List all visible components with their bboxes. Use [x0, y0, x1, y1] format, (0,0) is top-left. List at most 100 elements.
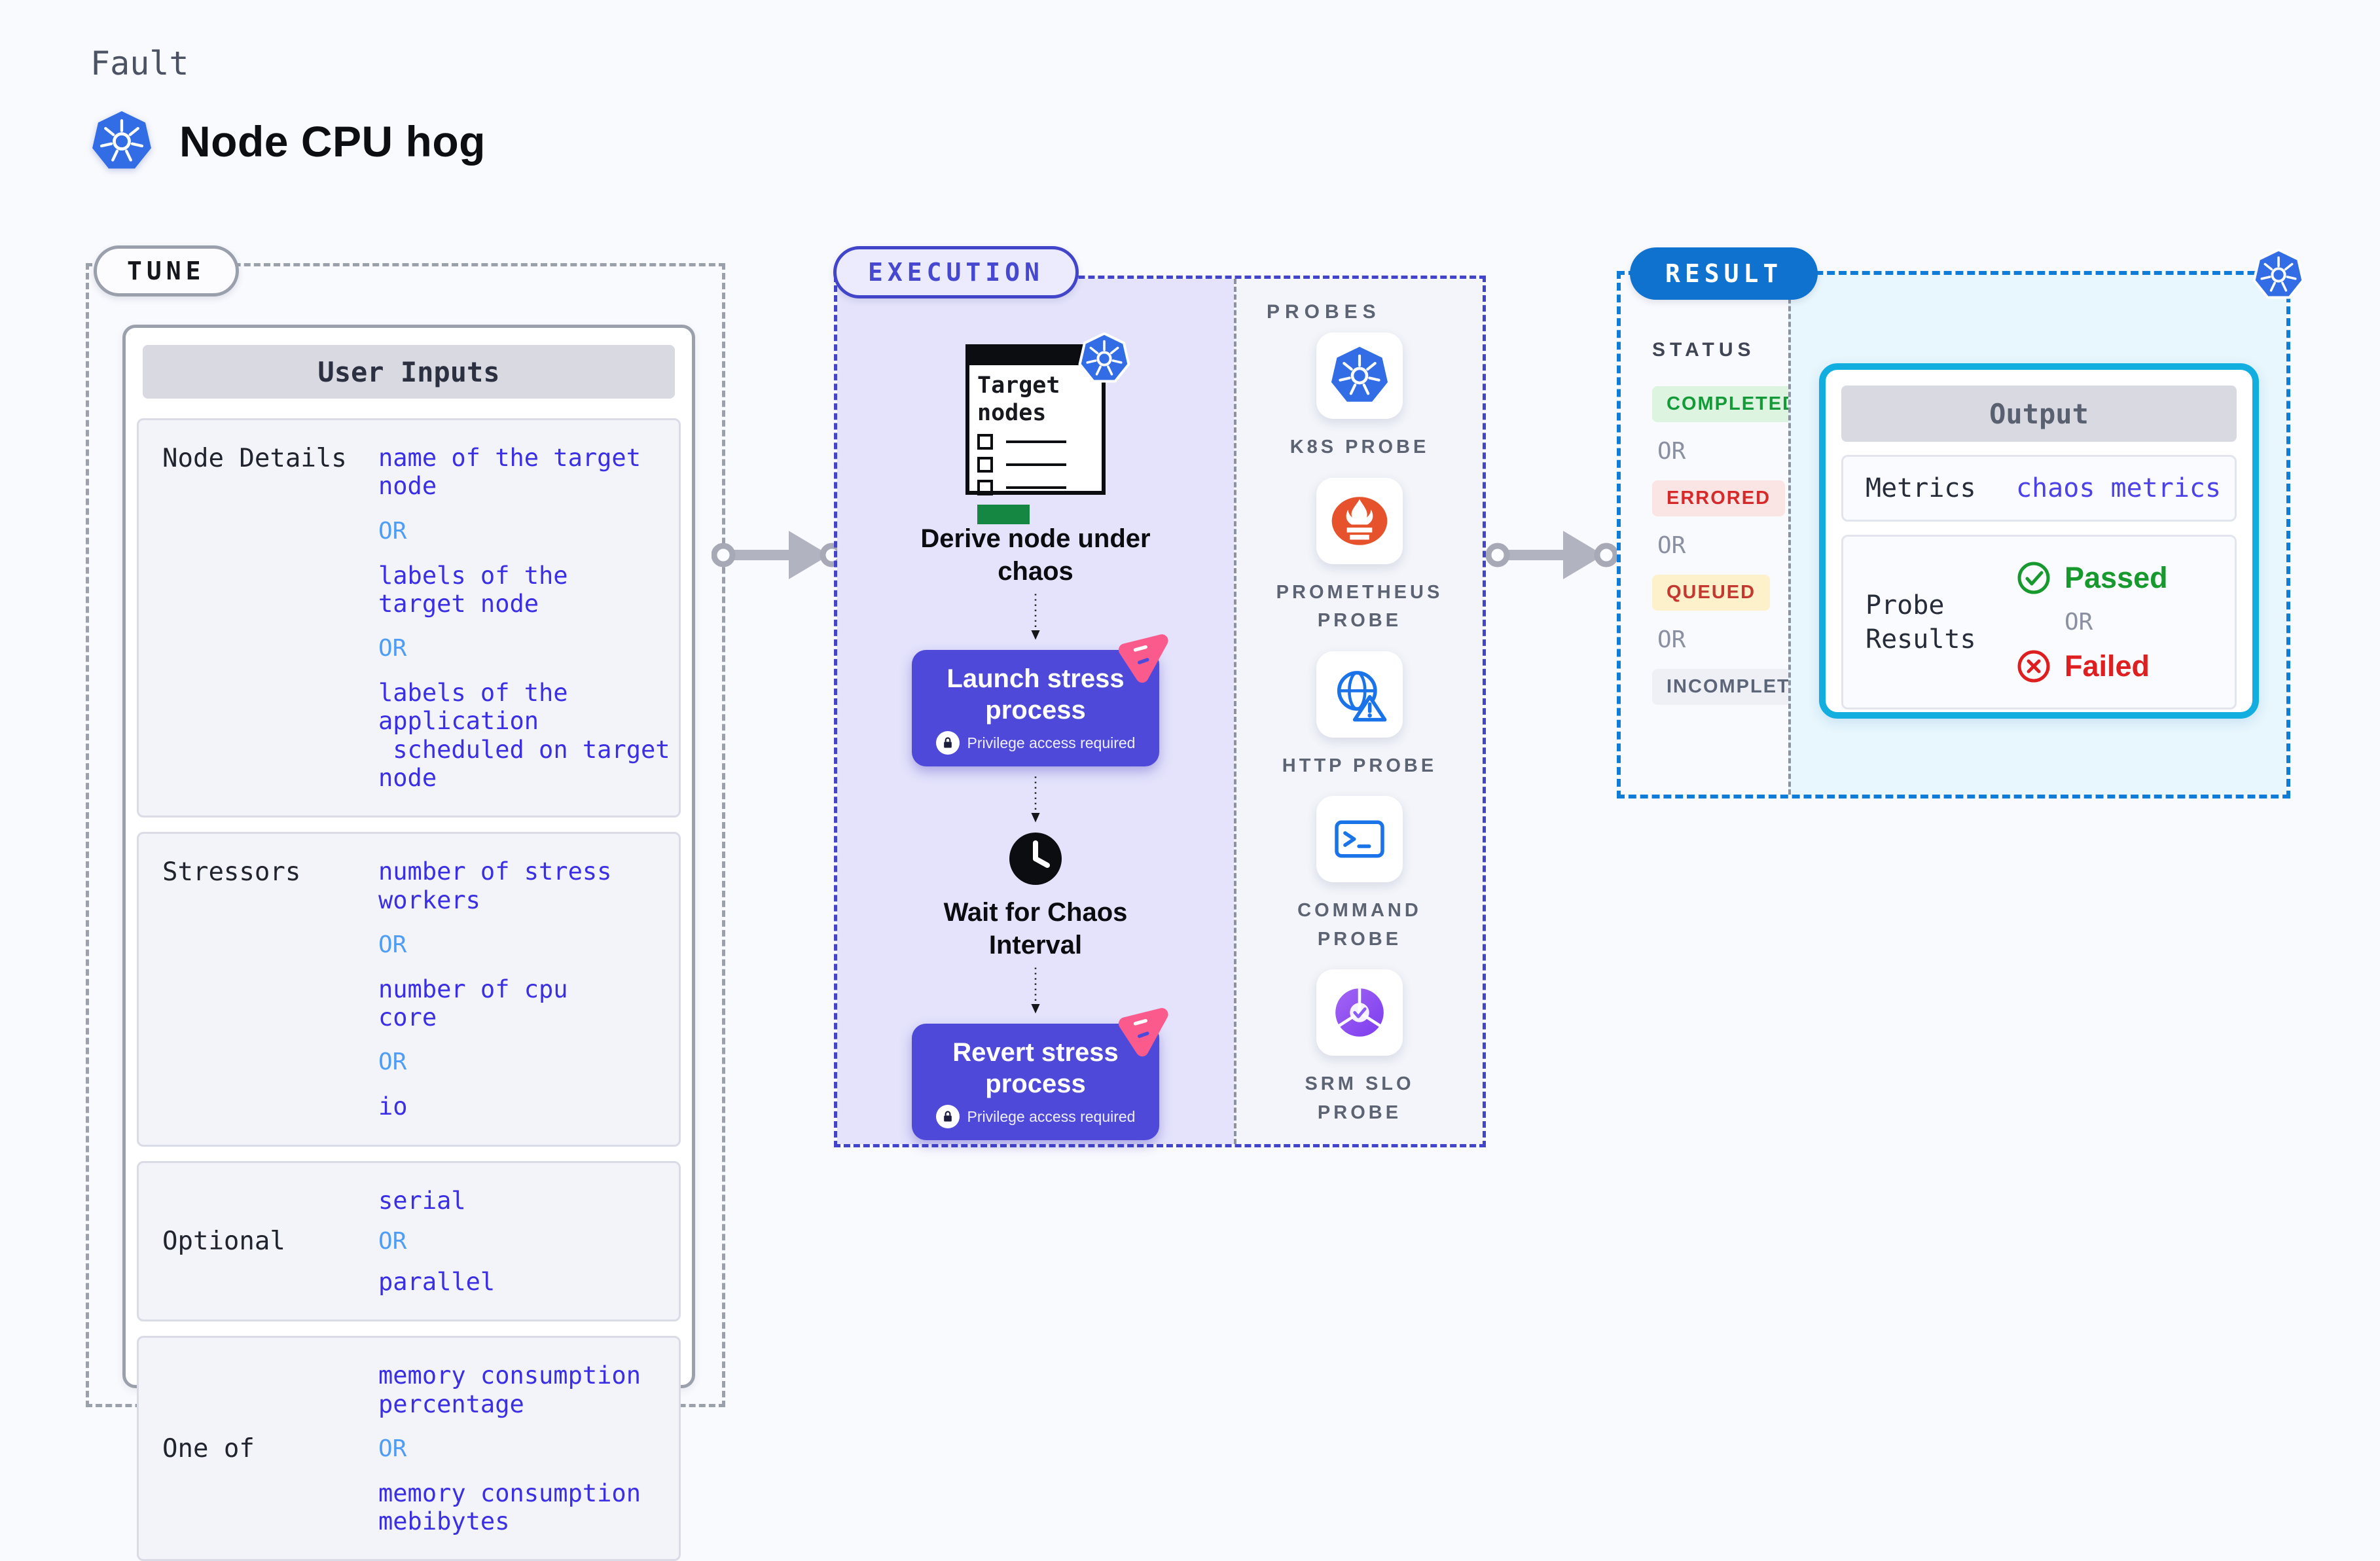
globe-alert-icon: [1337, 670, 1387, 721]
status-badge-completed: COMPLETED: [1652, 386, 1812, 422]
window-title: Target nodes: [977, 372, 1060, 426]
lock-icon: [935, 1105, 960, 1128]
wait-chaos-caption: Wait for Chaos Interval: [943, 898, 1128, 960]
input-value: labels of the target node: [378, 561, 568, 618]
dotted-connector: [1031, 967, 1040, 1014]
probe-srm-slo: SRM SLO PROBE: [1305, 969, 1414, 1127]
probe-prometheus: PROMETHEUS PROBE: [1276, 477, 1443, 636]
stress-flag-icon: [1118, 1008, 1168, 1057]
user-inputs-header: User Inputs: [143, 345, 675, 399]
check-circle-icon: [2017, 562, 2050, 594]
input-row-stressors: Stressors number of stress workers OR nu…: [137, 832, 681, 1147]
green-button-graphic: [977, 505, 1030, 524]
page-title: Node CPU hog: [179, 117, 486, 166]
status-heading: STATUS: [1652, 339, 1756, 361]
revert-stress-process-button: Revert stress process Privilege access r…: [912, 1008, 1168, 1140]
kubernetes-icon: [1078, 332, 1130, 383]
page-header: Fault Node CPU hog: [90, 45, 486, 173]
terminal-icon: [1335, 820, 1384, 858]
or-separator: OR: [378, 517, 407, 545]
privilege-note: Privilege access required: [967, 1107, 1136, 1125]
probes-heading: PROBES: [1267, 301, 1381, 323]
execution-flow: Target nodes Derive node under chaos: [837, 279, 1234, 1144]
row-label: Node Details: [162, 444, 347, 473]
status-panel: STATUS COMPLETED OR ERRORED OR QUEUED OR…: [1621, 275, 1834, 795]
result-badge: RESULT: [1630, 247, 1818, 300]
button-label: Launch stress process: [947, 664, 1125, 725]
user-inputs-card: User Inputs Node Details name of the tar…: [122, 325, 695, 1561]
failed-line: Failed: [2016, 649, 2228, 684]
kubernetes-icon: [1331, 346, 1388, 402]
input-value: number of cpu core: [378, 975, 568, 1032]
result-section: RESULT STATUS COMPLETED OR ERRORED OR QU…: [1617, 247, 2305, 798]
probe-label: COMMAND PROBE: [1297, 900, 1422, 950]
metrics-value: chaos metrics: [2016, 473, 2222, 503]
or-separator: OR: [378, 1435, 407, 1462]
input-value: memory consumption percentage: [378, 1361, 641, 1418]
button-label: Revert stress process: [952, 1038, 1119, 1098]
derive-node-caption: Derive node under chaos: [920, 524, 1151, 586]
or-separator: OR: [378, 1227, 407, 1255]
x-circle-icon: [2017, 650, 2050, 683]
checkbox-icon: [977, 434, 993, 450]
probe-k8s: K8S PROBE: [1290, 332, 1430, 462]
input-value: serial: [378, 1186, 466, 1215]
execution-badge: EXECUTION: [833, 246, 1079, 298]
probe-label: SRM SLO PROBE: [1305, 1073, 1415, 1123]
kubernetes-icon: [2252, 249, 2305, 299]
flow-arrow-tune-to-execution: [712, 531, 842, 579]
output-card: Output Metrics chaos metrics Probe Resul…: [1819, 363, 2259, 719]
kubernetes-icon: [92, 111, 151, 169]
probes-panel: PROBES K8S PROBE: [1234, 279, 1483, 1144]
probe-label: PROMETHEUS PROBE: [1276, 581, 1443, 632]
probe-http: HTTP PROBE: [1282, 651, 1437, 781]
row-label: Stressors: [162, 857, 301, 888]
result-output-panel: Output Metrics chaos metrics Probe Resul…: [1788, 275, 2286, 795]
clock-icon: [1008, 831, 1063, 889]
failed-label: Failed: [2064, 649, 2150, 683]
or-separator: OR: [1657, 626, 1686, 653]
status-badge-errored: ERRORED: [1652, 480, 1786, 516]
passed-label: Passed: [2064, 561, 2168, 594]
stress-flag-icon: [1118, 634, 1168, 683]
probe-label: K8S PROBE: [1289, 437, 1430, 458]
flow-arrow-execution-to-result: [1486, 531, 1617, 579]
tune-section: TUNE User Inputs Node Details name of th…: [86, 245, 725, 1561]
input-value: labels of the application scheduled on t…: [378, 679, 670, 792]
launch-stress-process-button: Launch stress process Privilege access r…: [912, 634, 1168, 766]
input-row-optional: Optional serial OR parallel: [137, 1160, 681, 1322]
input-value: parallel: [378, 1267, 496, 1296]
input-row-node-details: Node Details name of the target node OR …: [137, 418, 681, 818]
checklist-item: [977, 480, 1102, 495]
input-row-one-of: One of memory consumption percentage OR …: [137, 1336, 681, 1561]
input-value: name of the target node: [378, 444, 641, 501]
execution-section: EXECUTION Target nodes: [833, 246, 1486, 1147]
or-separator: OR: [378, 635, 407, 662]
probe-results-label: Probe Results: [1866, 590, 1976, 655]
slo-pie-check-icon: [1335, 988, 1384, 1037]
dotted-connector: [1031, 776, 1040, 823]
input-value: number of stress workers: [378, 857, 612, 914]
row-label: One of: [162, 1433, 255, 1463]
privilege-note: Privilege access required: [967, 734, 1136, 751]
row-label: Optional: [162, 1226, 285, 1256]
metrics-label: Metrics: [1866, 473, 1976, 503]
target-nodes-window: Target nodes: [965, 332, 1130, 524]
output-header: Output: [1841, 386, 2237, 442]
tune-badge: TUNE: [94, 245, 239, 296]
probe-label: HTTP PROBE: [1282, 755, 1437, 776]
fault-eyebrow: Fault: [90, 45, 189, 82]
checkbox-icon: [977, 457, 993, 473]
checklist-item: [977, 457, 1102, 473]
metrics-row: Metrics chaos metrics: [1841, 455, 2237, 522]
or-separator: OR: [378, 931, 407, 958]
probe-results-row: Probe Results Passed OR: [1841, 535, 2237, 709]
or-separator: OR: [1657, 438, 1686, 465]
prometheus-icon: [1331, 496, 1388, 545]
or-separator: OR: [2064, 609, 2093, 636]
checkbox-icon: [977, 480, 993, 495]
passed-line: Passed: [2016, 560, 2228, 596]
input-value: memory consumption mebibytes: [378, 1479, 641, 1536]
or-separator: OR: [378, 1049, 407, 1076]
status-badge-queued: QUEUED: [1652, 575, 1771, 611]
